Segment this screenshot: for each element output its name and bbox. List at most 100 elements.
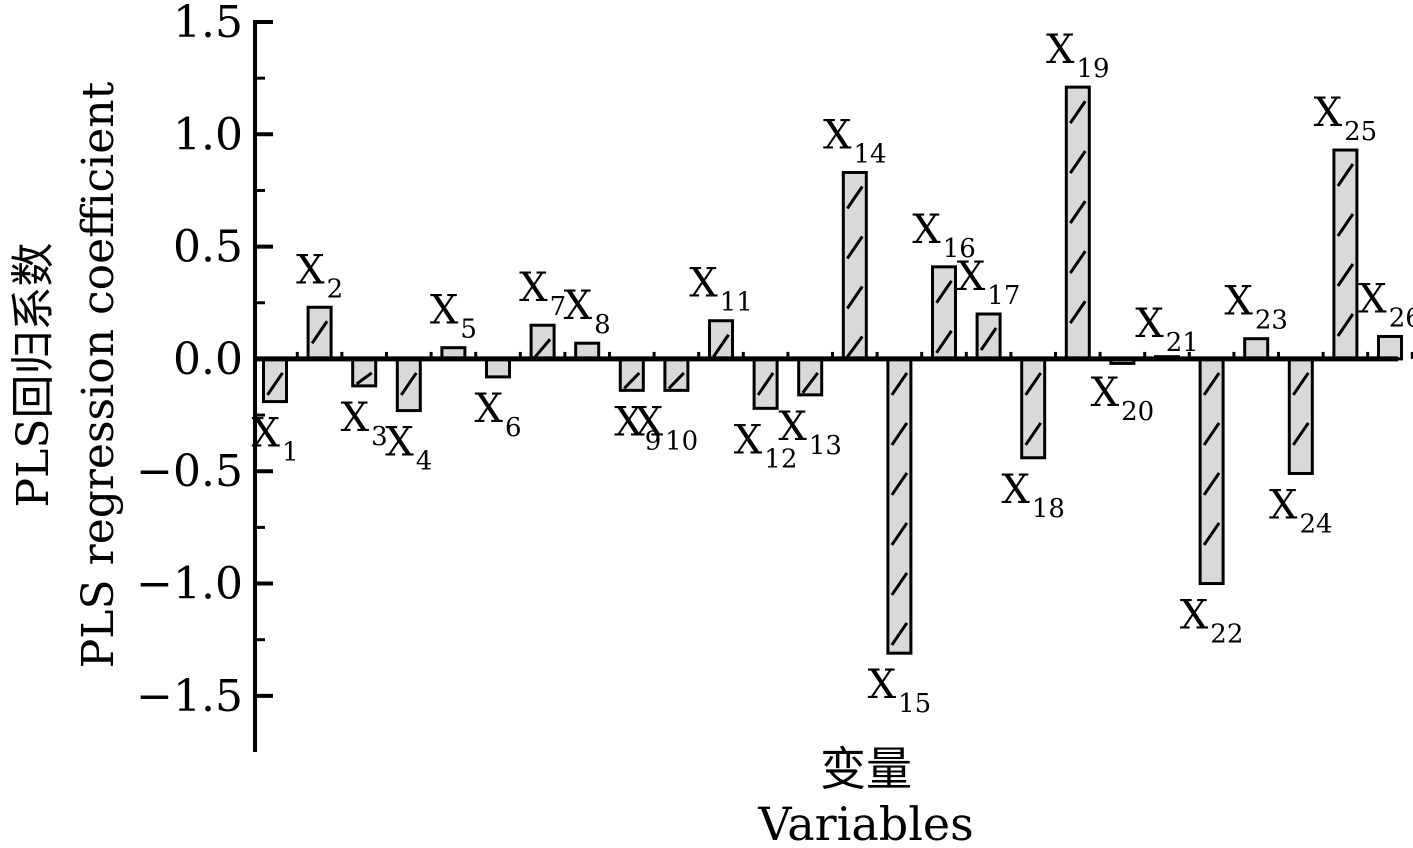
bar: [1198, 357, 1225, 586]
bar-group: [797, 357, 824, 397]
bar-hatch: [756, 372, 775, 396]
bar: [931, 265, 957, 361]
bar-hatch: [1069, 200, 1087, 224]
bar-hatch: [1336, 163, 1355, 187]
bar-hatch: [846, 235, 864, 260]
bar-hatch: [846, 335, 864, 358]
bar-group: [529, 323, 556, 361]
bar-group: [1332, 148, 1359, 361]
bar-hatch: [935, 329, 953, 354]
bar: [797, 357, 824, 397]
y-tick-label: −1.5: [136, 671, 243, 722]
bar-hatch: [1069, 100, 1087, 124]
bar-hatch: [712, 333, 730, 358]
bar-hatch: [890, 372, 909, 396]
bar: [708, 319, 734, 361]
bar: [1243, 337, 1270, 361]
bar-hatch: [979, 327, 998, 351]
bar-label: X7: [519, 265, 566, 322]
bar-label: X19: [1046, 27, 1110, 84]
bar-hatch: [1292, 422, 1310, 446]
bar-hatch: [1202, 422, 1221, 446]
bar-label: X11: [689, 261, 753, 318]
bar-hatch: [801, 372, 819, 394]
bar-hatch: [667, 371, 685, 390]
bar-label: X23: [1224, 279, 1288, 336]
bar: [351, 357, 378, 388]
y-axis-label-en: PLS regression coefficient: [73, 81, 124, 668]
bar: [262, 357, 288, 404]
bar-label: X8: [564, 283, 611, 340]
bar-label: X17: [957, 254, 1021, 311]
bar-label: X9: [614, 399, 661, 456]
bar-label: X21: [1135, 301, 1199, 358]
bar: [1064, 85, 1091, 361]
axis-layer: 1.51.00.50.0−0.5−1.0−1.5: [136, 0, 273, 752]
bar-hatch: [935, 279, 953, 304]
bar-hatch: [1202, 472, 1221, 496]
bar-hatch: [533, 338, 552, 358]
bar-group: [351, 357, 378, 388]
bar: [1377, 334, 1403, 361]
bar-group: [1198, 357, 1225, 586]
bar-hatch: [846, 185, 864, 210]
bar-hatch: [1336, 263, 1355, 287]
bar-hatch: [1336, 213, 1355, 237]
bar-hatch: [400, 372, 418, 396]
bar-group: [975, 312, 1002, 361]
bar-hatch: [890, 472, 909, 496]
bar: [618, 357, 645, 392]
y-tick-label: 0.0: [173, 334, 243, 385]
bar-hatch: [890, 422, 909, 446]
bar: [529, 323, 556, 361]
y-tick-label: 1.0: [173, 109, 243, 160]
bar-group: [1020, 357, 1047, 460]
bar-group: [886, 357, 913, 655]
bar: [1287, 357, 1314, 475]
bar-group: [1287, 357, 1314, 475]
bar-group: [708, 319, 734, 361]
bar: [886, 357, 913, 655]
y-tick-label: −0.5: [136, 446, 243, 497]
bar-layer: [262, 85, 1413, 655]
bar-hatch: [266, 372, 284, 396]
bar-hatch: [355, 371, 373, 386]
bar-group: [262, 357, 288, 404]
bar-label: X13: [778, 404, 842, 461]
bar-label: X10: [635, 399, 699, 456]
bar-hatch: [1069, 150, 1087, 174]
bar-label: X18: [1001, 467, 1065, 524]
bar-hatch: [1069, 250, 1087, 274]
bar: [841, 170, 868, 361]
bar-label: X6: [474, 386, 521, 443]
bar-label: X22: [1180, 593, 1244, 650]
bar-label: X12: [734, 417, 798, 474]
bar-hatch: [1336, 313, 1355, 337]
bar-hatch: [890, 522, 909, 546]
bar-group: [1377, 334, 1403, 361]
bar-group: [752, 357, 779, 410]
axis-title-layer: PLS回归系数 PLS regression coefficient 变量 Va…: [8, 81, 974, 848]
bar-group: [931, 265, 957, 361]
bar-group: [485, 357, 511, 379]
bar-group: [1064, 85, 1091, 361]
bar-label: X25: [1314, 90, 1378, 147]
x-axis-label-en: Variables: [757, 797, 974, 843]
bar-label: X1: [251, 411, 298, 468]
y-tick-label: 0.5: [173, 222, 243, 273]
bar-label: X15: [868, 662, 932, 719]
bar-group: [618, 357, 645, 392]
bar-hatch: [1202, 522, 1221, 546]
bar-hatch: [1069, 300, 1087, 324]
bar-label: X2: [296, 247, 343, 304]
bar-label: X24: [1269, 482, 1333, 539]
bar-hatch: [310, 320, 329, 345]
bar-group: [663, 357, 690, 392]
bar-group: [306, 305, 333, 361]
bar-label: X5: [430, 288, 477, 345]
bar-label: X3: [341, 395, 388, 452]
y-tick-label: −1.0: [136, 559, 243, 610]
bar: [485, 357, 511, 379]
